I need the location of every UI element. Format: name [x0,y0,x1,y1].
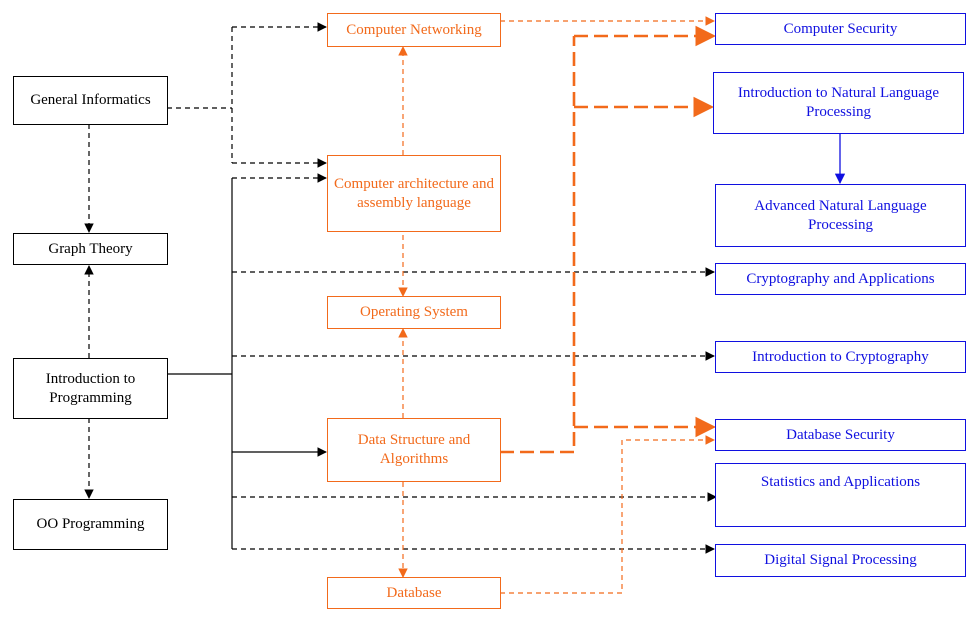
course-intro-nlp[interactable]: Introduction to Natural Language Process… [713,72,964,134]
course-intro-programming[interactable]: Introduction to Programming [13,358,168,419]
course-database[interactable]: Database [327,577,501,609]
orange-thick-connectors [500,25,717,454]
course-oo-programming[interactable]: OO Programming [13,499,168,550]
course-general-informatics[interactable]: General Informatics [13,76,168,125]
course-label: Computer Networking [346,21,482,38]
course-graph-theory[interactable]: Graph Theory [13,233,168,265]
course-statistics[interactable]: Statistics and Applications [715,463,966,527]
course-computer-architecture[interactable]: Computer architecture and assembly langu… [327,155,501,232]
course-database-security[interactable]: Database Security [715,419,966,451]
course-label: Introduction to Natural Language Process… [737,85,940,120]
course-dsp[interactable]: Digital Signal Processing [715,544,966,577]
connector-ds-trunk [500,36,576,454]
course-label: Data Structure and Algorithms [357,432,471,467]
course-label: Computer architecture and assembly langu… [334,175,494,211]
course-label: General Informatics [30,92,151,108]
course-label: Operating System [360,304,468,320]
course-label: Cryptography and Applications [746,270,935,287]
course-crypto-applications[interactable]: Cryptography and Applications [715,263,966,295]
course-label: Database [386,584,442,601]
course-data-structure[interactable]: Data Structure and Algorithms [327,418,501,482]
course-label: OO Programming [36,516,145,532]
course-label: Digital Signal Processing [764,552,917,568]
course-operating-system[interactable]: Operating System [327,296,501,329]
course-intro-crypto[interactable]: Introduction to Cryptography [715,341,966,373]
course-label: Computer Security [783,20,898,37]
course-label: Graph Theory [48,240,133,257]
course-label: Statistics and Applications [760,474,921,490]
course-computer-security[interactable]: Computer Security [715,13,966,45]
course-label: Advanced Natural Language Processing [754,197,927,233]
course-label: Introduction to Programming [45,370,136,406]
general-informatics-connectors [84,22,327,233]
course-computer-networking[interactable]: Computer Networking [327,13,501,47]
orange-dashed-connectors [398,16,715,594]
course-label: Introduction to Cryptography [752,348,929,365]
arrow-database-to-database-security [500,435,715,594]
intro-programming-connectors [84,173,717,554]
course-label: Database Security [786,426,895,443]
course-advanced-nlp[interactable]: Advanced Natural Language Processing [715,184,966,247]
